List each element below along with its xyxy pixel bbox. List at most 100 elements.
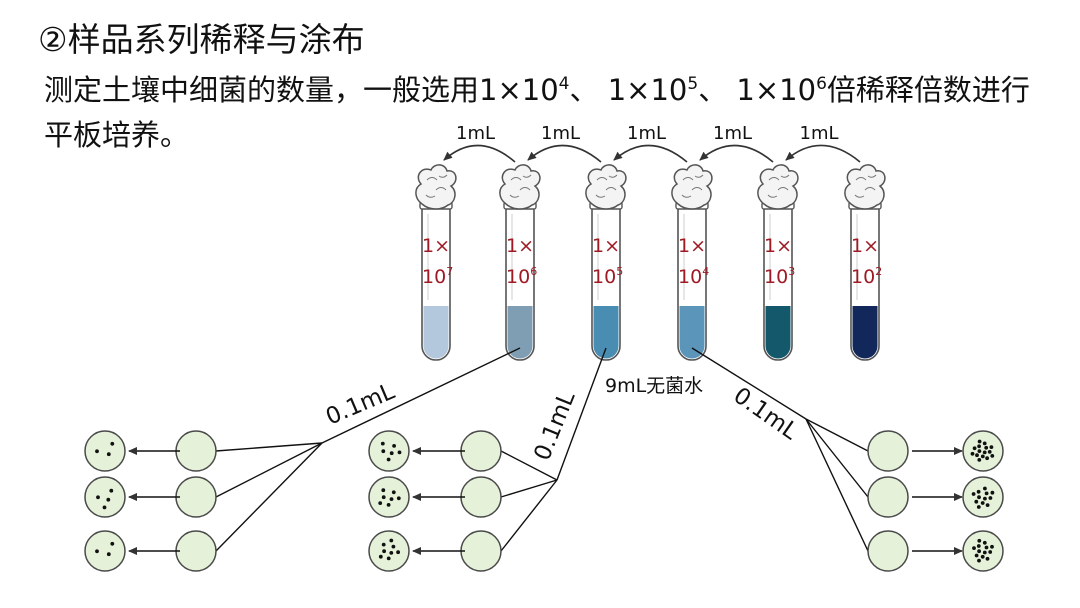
bacterial-colony: [985, 456, 989, 461]
agar-plate: [962, 430, 1004, 472]
dilution-factor-label: 1×: [851, 235, 879, 257]
dilution-factor-label: 103: [764, 265, 795, 288]
colony-plate: [962, 530, 1004, 572]
dilution-factor-label: 1×: [592, 235, 620, 257]
agar-plate: [460, 476, 502, 518]
transfer-volume-label: 1mL: [541, 123, 580, 144]
bacterial-colony: [982, 441, 987, 446]
bacterial-colony: [972, 446, 977, 451]
cotton-plug: [671, 164, 713, 210]
bacterial-colony: [984, 491, 989, 496]
bacterial-colony: [977, 549, 981, 554]
bacterial-colony: [982, 550, 987, 555]
page-title: ②样品系列稀释与涂布: [38, 20, 365, 59]
agar-plate: [175, 430, 217, 472]
bacterial-colony: [397, 450, 402, 455]
colony-plate: [368, 430, 410, 472]
bacterial-colony: [983, 486, 987, 491]
colony-plate: [84, 476, 126, 518]
bacterial-colony: [974, 553, 979, 558]
spread-line: [215, 442, 323, 452]
dilution-factor-label: 1×: [764, 235, 792, 257]
bacterial-colony: [391, 490, 396, 495]
bacterial-colony: [389, 538, 394, 543]
bacterial-colony: [974, 499, 979, 504]
tube-liquid: [765, 306, 791, 359]
bacterial-colony: [110, 541, 115, 546]
agar-plate: [84, 530, 126, 572]
plating-transfer-line: [321, 347, 521, 444]
colony-plate: [84, 530, 126, 572]
bacterial-colony: [990, 490, 995, 495]
bacterial-colony: [977, 449, 982, 453]
bacterial-colony: [380, 441, 385, 446]
cotton-texture: [767, 174, 790, 198]
dilution-factor-1e4: 1×104、: [479, 73, 608, 107]
cotton-texture: [425, 174, 448, 198]
transfer-volume-label: 1mL: [456, 123, 495, 144]
plating-volume-label: 0.1mL: [729, 383, 803, 446]
cotton-plug: [415, 164, 457, 210]
bacterial-colony: [977, 444, 981, 449]
spread-line: [500, 479, 558, 498]
bacterial-colony: [378, 554, 383, 559]
bacterial-colony: [977, 458, 982, 462]
bacterial-colony: [95, 449, 99, 454]
test-tube: 1×102: [844, 164, 886, 361]
bacterial-colony: [972, 546, 976, 550]
bacterial-colony: [990, 544, 994, 549]
spread-line: [215, 442, 323, 552]
transfer-arrow: [443, 144, 516, 163]
plating-transfer-line: [556, 347, 607, 481]
agar-plate: [460, 530, 502, 572]
bacterial-colony: [977, 439, 982, 444]
cotton-texture: [681, 174, 704, 198]
bacterial-colony: [980, 454, 985, 459]
bacterial-colony: [386, 503, 391, 507]
bacterial-colony: [980, 501, 985, 505]
bacterial-colony: [985, 556, 990, 561]
tube-liquid: [679, 306, 705, 359]
bacterial-colony: [389, 451, 394, 456]
transfer-arrow: [527, 144, 602, 163]
bacterial-colony: [381, 495, 386, 500]
colony-plate: [962, 430, 1004, 472]
test-tube: 1×106: [499, 164, 541, 361]
bacterial-colony: [389, 497, 394, 501]
agar-plate: [867, 476, 909, 518]
cotton-plug: [585, 164, 627, 210]
dilution-factor-label: 1×: [422, 235, 450, 257]
bacterial-colony: [987, 450, 992, 454]
transfer-volume-label: 1mL: [627, 123, 666, 144]
description: 测定土壤中细菌的数量，一般选用1×104、 1×105、 1×106倍稀释倍数进…: [44, 70, 1054, 155]
bacterial-colony: [106, 452, 111, 457]
dilution-factor-label: 104: [678, 265, 709, 288]
bacterial-colony: [971, 492, 976, 496]
cotton-texture: [854, 174, 877, 198]
agar-plate: [175, 476, 217, 518]
bacterial-colony: [381, 449, 386, 454]
agar-plate: [867, 430, 909, 472]
test-tube: 1×103: [757, 164, 799, 361]
bacterial-colony: [977, 538, 982, 543]
bacterial-colony: [982, 540, 987, 545]
bacterial-colony: [109, 488, 114, 493]
bacterial-colony: [980, 554, 985, 559]
agar-plate: [962, 476, 1004, 518]
bacterial-colony: [95, 549, 99, 554]
spread-line: [805, 418, 869, 498]
spread-line: [805, 418, 869, 452]
bacterial-colony: [382, 549, 386, 554]
bacterial-colony: [990, 454, 995, 458]
spread-line: [215, 442, 323, 498]
spread-line: [805, 418, 869, 552]
transfer-volume-label: 1mL: [800, 123, 839, 144]
dilution-factor-label: 107: [422, 265, 453, 288]
bacterial-colony: [976, 489, 981, 494]
transfer-arrow: [785, 144, 861, 163]
bacterial-colony: [106, 552, 111, 557]
bacterial-colony: [381, 542, 386, 547]
bacterial-colony: [977, 558, 981, 563]
tube-liquid: [423, 306, 449, 359]
